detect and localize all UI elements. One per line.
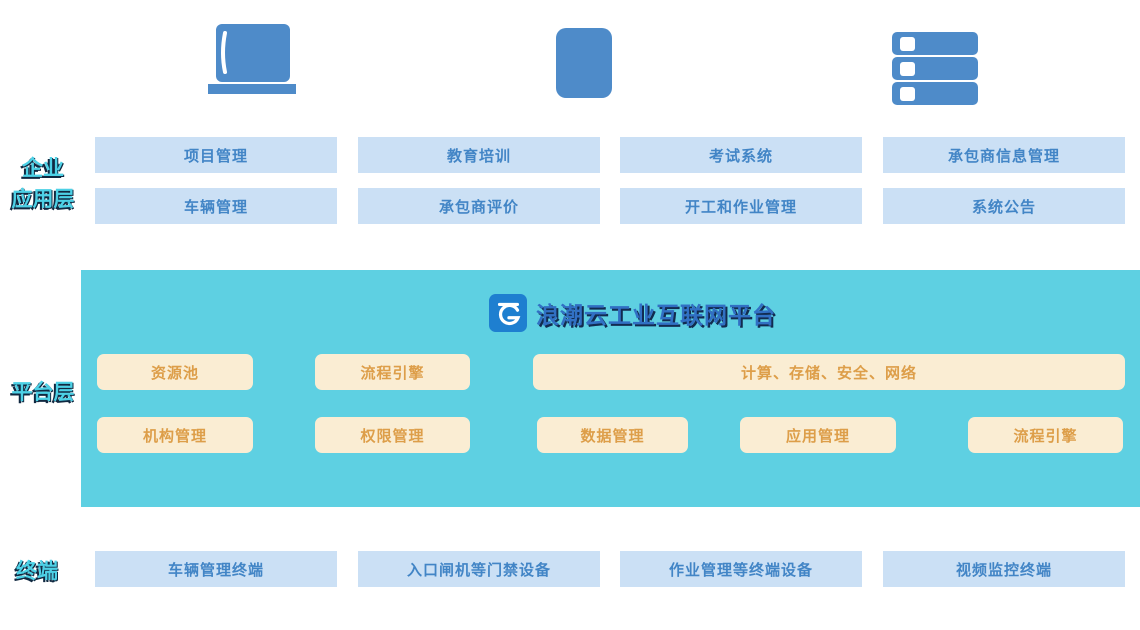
layer-label-terminal-text: 终端 — [16, 559, 58, 583]
app-box-contractor-eval: 承包商评价 — [358, 188, 600, 224]
platform-box-process-engine-2: 流程引擎 — [968, 417, 1123, 453]
terminal-box-operation: 作业管理等终端设备 — [620, 551, 862, 587]
platform-brand-title: 浪潮云工业互联网平台 — [536, 303, 776, 329]
app-box-education: 教育培训 — [358, 137, 600, 173]
platform-brand: 浪潮云工业互联网平台 — [489, 293, 776, 333]
layer-label-platform-text: 平台层 — [11, 380, 75, 404]
app-box-vehicle-mgmt: 车辆管理 — [95, 188, 337, 224]
terminal-box-video: 视频监控终端 — [883, 551, 1125, 587]
platform-box-compute-storage: 计算、存储、安全、网络 — [533, 354, 1125, 390]
layer-label-terminal: 终端 — [0, 556, 74, 587]
layer-label-enterprise-line2: 应用层 — [11, 187, 75, 211]
layer-label-enterprise: 企业 应用层 — [0, 153, 86, 215]
platform-box-app-mgmt: 应用管理 — [740, 417, 896, 453]
app-box-system-notice: 系统公告 — [883, 188, 1125, 224]
platform-box-permission-mgmt: 权限管理 — [315, 417, 470, 453]
app-box-work-operation: 开工和作业管理 — [620, 188, 862, 224]
monitor-icon — [208, 24, 296, 94]
server-stack-icon — [892, 32, 978, 105]
platform-box-org-mgmt: 机构管理 — [97, 417, 253, 453]
inspur-cloud-logo-icon — [489, 294, 527, 332]
platform-box-resource-pool: 资源池 — [97, 354, 253, 390]
terminal-box-vehicle: 车辆管理终端 — [95, 551, 337, 587]
app-box-exam-system: 考试系统 — [620, 137, 862, 173]
tablet-icon — [556, 28, 612, 98]
layer-label-enterprise-line1: 企业 — [22, 156, 64, 180]
app-box-contractor-info: 承包商信息管理 — [883, 137, 1125, 173]
layer-label-platform: 平台层 — [0, 377, 86, 408]
app-box-project-mgmt: 项目管理 — [95, 137, 337, 173]
terminal-box-gate-access: 入口闸机等门禁设备 — [358, 551, 600, 587]
platform-box-data-mgmt: 数据管理 — [537, 417, 688, 453]
platform-box-process-engine-1: 流程引擎 — [315, 354, 470, 390]
